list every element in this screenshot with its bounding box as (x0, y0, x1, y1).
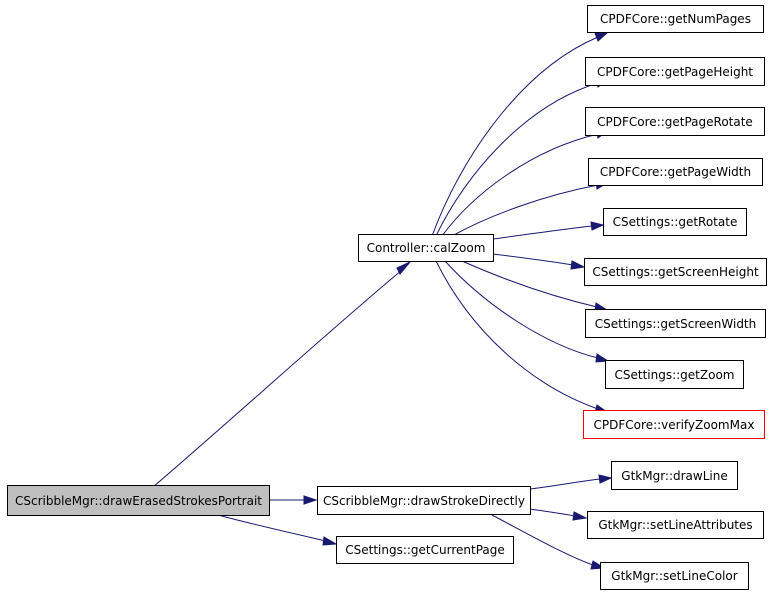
node-box (611, 461, 738, 490)
edge-root-to-calzoom (152, 269, 403, 488)
node-box (585, 107, 765, 136)
edge-drawstroke-to-setlinecolor (491, 514, 594, 566)
arrow-calzoom-to-getrotate (590, 221, 605, 231)
edge-calzoom-to-getnumpages (431, 36, 599, 237)
node-label: CScribbleMgr::drawErasedStrokesPortrait (15, 494, 262, 508)
graph-node-getpagewidth[interactable]: CPDFCore::getPageWidth (588, 158, 763, 186)
node-label: CScribbleMgr::drawStrokeDirectly (323, 494, 525, 508)
graph-node-getscreenheight[interactable]: CSettings::getScreenHeight (584, 258, 767, 286)
node-label: CSettings::getZoom (615, 368, 735, 382)
node-label: CPDFCore::getPageRotate (597, 115, 753, 129)
arrow-root-to-getcurrentpage (322, 536, 338, 546)
node-label: CSettings::getScreenWidth (595, 317, 757, 331)
arrow-drawstroke-to-setlineattributes (572, 511, 588, 521)
node-box (603, 208, 747, 236)
node-label: CPDFCore::verifyZoomMax (594, 418, 755, 432)
node-label: GtkMgr::setLineAttributes (598, 518, 752, 532)
node-label: Controller::calZoom (367, 241, 486, 255)
edge-drawstroke-to-setlineattributes (529, 508, 576, 517)
graph-node-setlineattributes[interactable]: GtkMgr::setLineAttributes (587, 511, 764, 539)
node-box (317, 486, 531, 515)
node-label: CSettings::getCurrentPage (345, 543, 505, 557)
node-label: GtkMgr::setLineColor (611, 569, 737, 583)
graph-node-getrotate[interactable]: CSettings::getRotate (603, 208, 747, 236)
edge-root-to-getcurrentpage (217, 514, 327, 542)
node-box (358, 234, 494, 262)
graph-node-getscreenwidth[interactable]: CSettings::getScreenWidth (585, 309, 766, 338)
edge-calzoom-to-getscreenwidth (461, 260, 598, 308)
edge-calzoom-to-getscreenheight (492, 253, 574, 266)
node-box (605, 360, 744, 389)
node-label: CPDFCore::getNumPages (600, 12, 751, 26)
node-box (7, 485, 270, 516)
edge-calzoom-to-getzoom (444, 260, 599, 359)
node-box (584, 258, 767, 286)
node-box (587, 5, 764, 33)
node-box (583, 410, 765, 439)
node-box (588, 158, 763, 186)
graph-node-root[interactable]: CScribbleMgr::drawErasedStrokesPortrait (7, 485, 270, 516)
node-label: GtkMgr::drawLine (621, 469, 727, 483)
edge-calzoom-to-getrotate (492, 225, 593, 240)
arrow-root-to-drawstroke (303, 495, 318, 505)
graph-node-getcurrentpage[interactable]: CSettings::getCurrentPage (336, 536, 514, 564)
graph-node-drawstrokedirectly[interactable]: CScribbleMgr::drawStrokeDirectly (317, 486, 531, 515)
node-label: CPDFCore::getPageHeight (597, 65, 753, 79)
graph-node-calzoom[interactable]: Controller::calZoom (358, 234, 494, 262)
arrow-calzoom-to-getscreenheight (570, 260, 586, 270)
node-box (585, 309, 766, 338)
edge-calzoom-to-getpagewidth (451, 184, 599, 237)
arrow-root-to-calzoom (396, 261, 411, 275)
arrow-calzoom-to-getnumpages (594, 32, 609, 42)
graph-node-verifyzoommax[interactable]: CPDFCore::verifyZoomMax (583, 410, 765, 439)
node-label: CSettings::getRotate (613, 215, 738, 229)
edge-calzoom-to-getpageheight (435, 82, 599, 237)
graph-node-setlinecolor[interactable]: GtkMgr::setLineColor (600, 562, 749, 590)
graph-node-getzoom[interactable]: CSettings::getZoom (605, 360, 744, 389)
node-box (585, 57, 765, 86)
graph-node-getnumpages[interactable]: CPDFCore::getNumPages (587, 5, 764, 33)
node-box (587, 511, 764, 539)
edge-calzoom-to-verifyzoommax (435, 260, 599, 410)
graph-node-getpageheight[interactable]: CPDFCore::getPageHeight (585, 57, 765, 86)
node-label: CSettings::getScreenHeight (592, 265, 759, 279)
node-box (336, 536, 514, 564)
edge-calzoom-to-getpagerotate (441, 133, 599, 237)
node-label: CPDFCore::getPageWidth (600, 165, 751, 179)
graph-node-getpagerotate[interactable]: CPDFCore::getPageRotate (585, 107, 765, 136)
graph-node-drawline[interactable]: GtkMgr::drawLine (611, 461, 738, 490)
node-box (600, 562, 749, 590)
arrow-drawstroke-to-drawline (598, 474, 613, 484)
edge-drawstroke-to-drawline (529, 478, 601, 490)
